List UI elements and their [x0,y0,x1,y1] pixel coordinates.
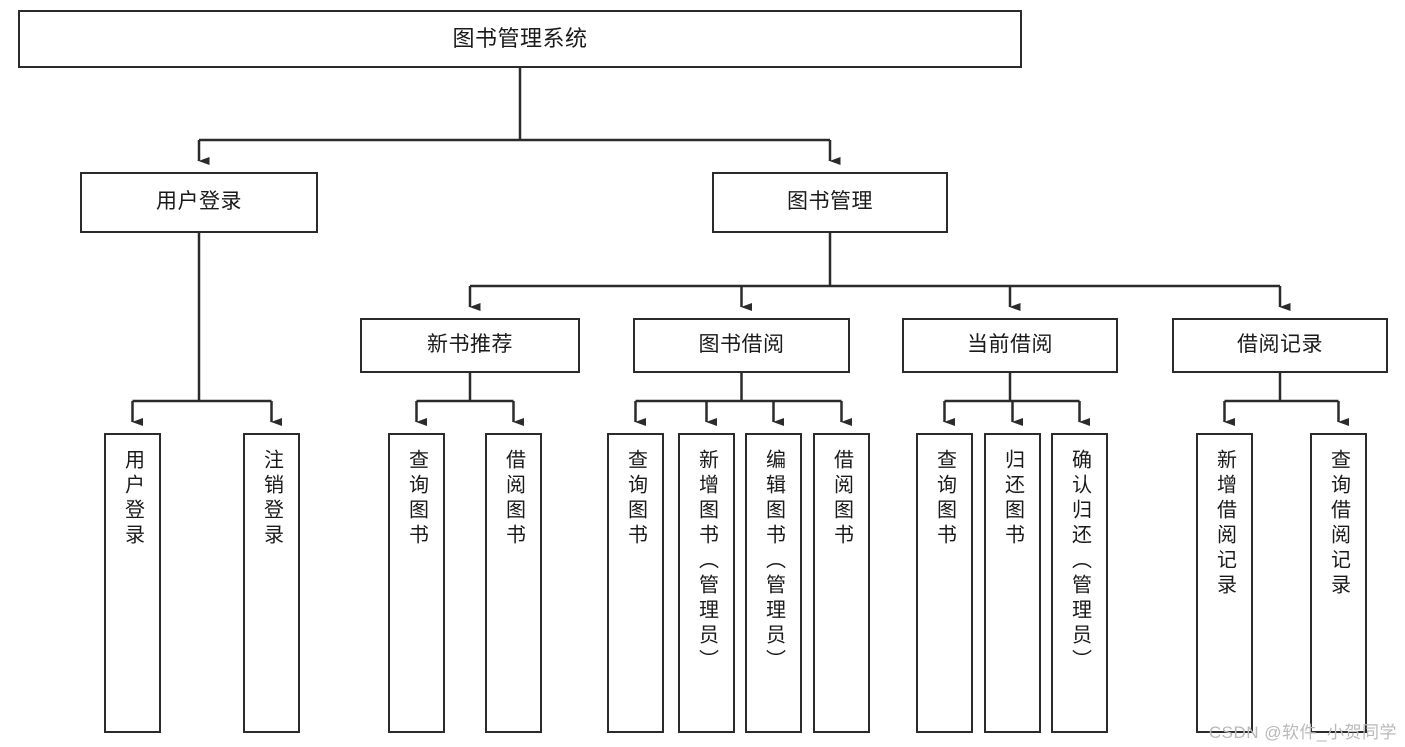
node-label: 新书推荐 [427,333,513,357]
node-label: 查询图书 [405,449,428,549]
node-l-bor-2[interactable]: 新增图书（管理员） [678,433,735,733]
node-login[interactable]: 用户登录 [80,172,318,233]
node-l-rec-1[interactable]: 新增借阅记录 [1196,433,1253,733]
node-bookmgmt[interactable]: 图书管理 [712,172,948,233]
node-label: 确认归还（管理员） [1068,449,1091,674]
node-l-new-2[interactable]: 借阅图书 [485,433,542,733]
node-borrow[interactable]: 图书借阅 [633,318,850,373]
node-label: 查询借阅记录 [1327,449,1350,599]
node-records[interactable]: 借阅记录 [1172,318,1388,373]
node-label: 新增图书（管理员） [695,449,718,674]
node-label: 借阅图书 [830,449,853,549]
node-l-login-1[interactable]: 用户登录 [104,433,161,733]
node-label: 用户登录 [121,449,144,549]
node-l-new-1[interactable]: 查询图书 [388,433,445,733]
node-newbook[interactable]: 新书推荐 [360,318,580,373]
node-label: 编辑图书（管理员） [762,449,785,674]
node-root[interactable]: 图书管理系统 [18,10,1022,68]
node-label: 新增借阅记录 [1213,449,1236,599]
node-label: 归还图书 [1001,449,1024,549]
node-label: 注销登录 [260,449,283,549]
node-label: 查询图书 [933,449,956,549]
node-l-rec-2[interactable]: 查询借阅记录 [1310,433,1367,733]
node-label: 借阅记录 [1237,333,1323,357]
node-l-cur-3[interactable]: 确认归还（管理员） [1051,433,1108,733]
node-l-login-2[interactable]: 注销登录 [243,433,300,733]
node-label: 图书借阅 [698,333,785,357]
node-l-bor-1[interactable]: 查询图书 [607,433,664,733]
node-l-bor-3[interactable]: 编辑图书（管理员） [745,433,802,733]
node-current[interactable]: 当前借阅 [902,318,1118,373]
node-label: 图书管理 [787,190,873,214]
node-label: 查询图书 [624,449,647,549]
node-label: 图书管理系统 [452,25,588,51]
node-l-bor-4[interactable]: 借阅图书 [813,433,870,733]
node-l-cur-2[interactable]: 归还图书 [984,433,1041,733]
node-label: 当前借阅 [967,333,1053,357]
node-label: 用户登录 [156,190,242,214]
node-l-cur-1[interactable]: 查询图书 [916,433,973,733]
node-label: 借阅图书 [502,449,525,549]
